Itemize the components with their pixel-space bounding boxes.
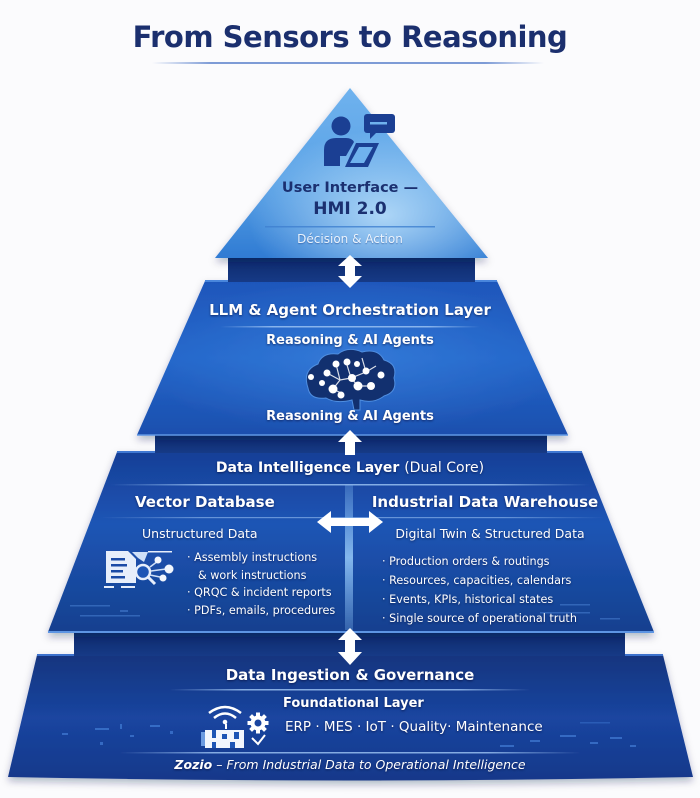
industrial-data-warehouse-bullets: · Production orders & routings · Resourc… bbox=[382, 552, 577, 628]
bidirectional-arrow-icon bbox=[338, 628, 362, 665]
tier-data-intelligence-title: Data Intelligence Layer (Dual Core) bbox=[150, 460, 550, 476]
tier-llm-subtitle: Reasoning & AI Agents bbox=[266, 333, 434, 348]
tier-divider bbox=[170, 689, 530, 691]
bullet-item: · QRQC & incident reports bbox=[187, 586, 332, 599]
bullet-item: · Events, KPIs, historical states bbox=[382, 593, 554, 606]
bullet-item: · Assembly instructions bbox=[187, 551, 318, 564]
page-title: From Sensors to Reasoning bbox=[132, 20, 568, 54]
tier-llm-title: LLM & Agent Orchestration Layer bbox=[209, 301, 491, 319]
dual-core-divider bbox=[345, 485, 353, 630]
document-search-icon bbox=[104, 551, 174, 588]
footer-tagline: Zozio – From Industrial Data to Operatio… bbox=[120, 757, 580, 772]
bullet-item-continuation: & work instructions bbox=[198, 568, 307, 582]
bidirectional-arrow-icon bbox=[317, 511, 383, 533]
up-arrow-icon bbox=[338, 430, 362, 455]
tier-divider bbox=[120, 752, 580, 754]
brand-tagline: – From Industrial Data to Operational In… bbox=[216, 757, 526, 772]
tier-user-interface-shape bbox=[215, 88, 488, 258]
bullet-item: · Single source of operational truth bbox=[382, 612, 577, 625]
tier-divider bbox=[110, 484, 590, 486]
brand-name: Zozio bbox=[174, 757, 213, 772]
tier-llm-caption: Reasoning & AI Agents bbox=[266, 409, 434, 424]
vector-database-title: Vector Database bbox=[135, 493, 275, 511]
tier-user-interface-title-line2: HMI 2.0 bbox=[313, 199, 387, 219]
title-underline bbox=[152, 62, 544, 64]
tier-user-interface-subtitle: Décision & Action bbox=[297, 232, 403, 246]
tier-data-intelligence-title-suffix: (Dual Core) bbox=[404, 460, 485, 476]
vector-database-subtitle: Unstructured Data bbox=[142, 526, 258, 541]
tier-data-ingestion-subtitle: Foundational Layer bbox=[283, 696, 424, 711]
bullet-item: · Production orders & routings bbox=[382, 555, 550, 568]
industrial-data-warehouse-subtitle: Digital Twin & Structured Data bbox=[395, 526, 585, 541]
tier-data-intelligence-title-main: Data Intelligence Layer bbox=[215, 460, 400, 476]
factory-wifi-gear-icon bbox=[201, 705, 269, 748]
bullet-item: · Resources, capacities, calendars bbox=[382, 574, 572, 587]
user-with-tablet-icon bbox=[324, 114, 395, 167]
brain-network-icon bbox=[305, 348, 396, 411]
data-particles-decoration bbox=[62, 722, 636, 747]
industrial-data-warehouse-title: Industrial Data Warehouse bbox=[371, 493, 599, 511]
tier-divider bbox=[265, 226, 435, 228]
tier-data-ingestion-sources: ERP · MES · IoT · Quality· Maintenance bbox=[285, 719, 543, 735]
vector-database-bullets: · Assembly instructions & work instructi… bbox=[187, 549, 335, 619]
data-particles-decoration bbox=[70, 604, 620, 620]
tier-data-ingestion-title: Data Ingestion & Governance bbox=[225, 666, 475, 684]
bullet-item: · PDFs, emails, procedures bbox=[187, 603, 336, 617]
tier-divider bbox=[220, 326, 480, 328]
tier-user-interface-title-line1: User Interface — bbox=[281, 180, 419, 196]
bidirectional-arrow-icon bbox=[338, 255, 362, 288]
